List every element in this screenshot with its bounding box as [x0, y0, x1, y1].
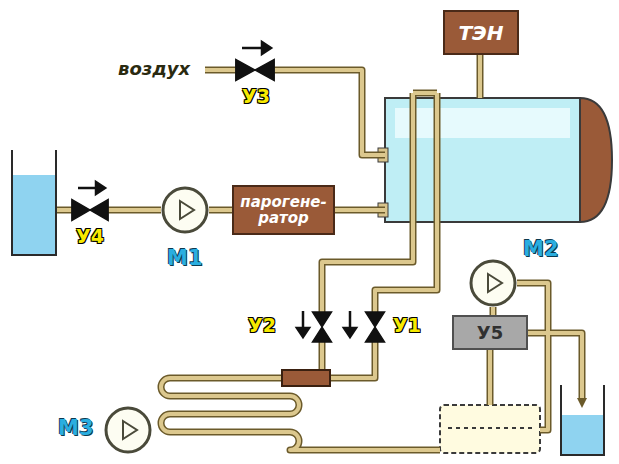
valve-node: У3	[236, 57, 274, 83]
pipe-outline	[108, 207, 161, 214]
box-label: У5	[477, 323, 503, 343]
pipe-label: воздух	[118, 58, 190, 79]
valve-label: У1	[393, 314, 421, 336]
pump-label: М2	[523, 237, 559, 261]
process-box: ТЭН	[443, 10, 519, 55]
pump-node: М1	[161, 186, 209, 234]
pipe-fill	[108, 208, 161, 212]
pump-ring	[471, 261, 515, 305]
pump-ring	[106, 408, 150, 452]
pipe-connector	[209, 210, 232, 211]
valve-symbol	[363, 312, 387, 342]
pump-label: М1	[167, 246, 203, 270]
pipe-fill	[209, 208, 232, 212]
pump-node: М2	[469, 259, 517, 307]
pump-label: М3	[58, 416, 94, 440]
valve-body	[72, 200, 108, 221]
pump-triangle	[180, 201, 194, 219]
valve-label: У3	[242, 85, 270, 107]
pump-triangle	[123, 421, 137, 439]
pipe-outline	[490, 307, 497, 315]
valve-symbol	[310, 312, 334, 342]
pipe-outline	[209, 207, 232, 214]
pump-ring	[163, 188, 207, 232]
pump-symbol	[104, 406, 152, 454]
valve-symbol	[236, 57, 274, 83]
process-box: парогене- ратор	[232, 185, 335, 235]
pump-symbol	[469, 259, 517, 307]
valve-node: У4	[72, 197, 108, 223]
pipe-fill	[491, 307, 495, 315]
pump-node: М3	[104, 406, 152, 454]
pump-triangle	[488, 274, 502, 292]
valve-body	[312, 312, 331, 342]
pipe-connector	[108, 210, 161, 211]
valve-symbol	[72, 197, 108, 223]
box-label: ТЭН	[458, 22, 503, 44]
pump-symbol	[161, 186, 209, 234]
valve-label: У4	[76, 225, 104, 247]
pipe-connector	[493, 307, 494, 315]
box-label: парогене- ратор	[240, 194, 327, 227]
valve-node: У2	[310, 312, 334, 342]
valve-body	[236, 60, 274, 81]
valve-label: У2	[248, 314, 276, 336]
valve-node: У1	[363, 312, 387, 342]
valve-body	[365, 312, 384, 342]
process-box: У5	[452, 315, 528, 350]
